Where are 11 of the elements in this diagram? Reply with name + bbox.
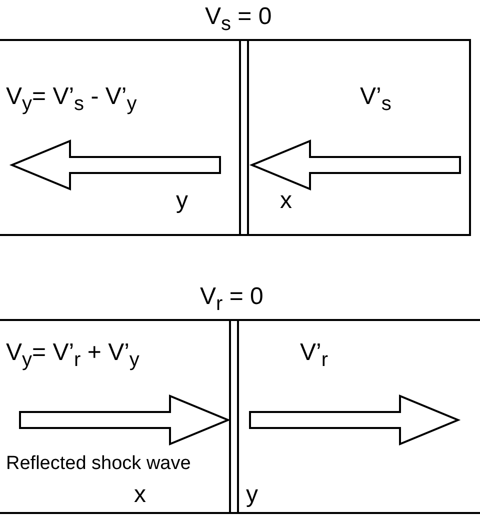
position-label: x <box>280 188 292 214</box>
position-label: y <box>176 188 188 214</box>
velocity-label: V$_{y}$= V’$_{s}$ - V’$_{y}$ <box>6 84 137 115</box>
position-label: y <box>246 482 258 508</box>
velocity-label: V$_{r}$ = 0 <box>200 284 264 315</box>
velocity-label: V’$_{r}$ <box>300 340 328 371</box>
velocity-label: V’$_{s}$ <box>360 84 392 115</box>
velocity-label: V$_{s}$ = 0 <box>205 4 272 35</box>
position-label: x <box>134 482 146 508</box>
velocity-label: V$_{y}$= V’$_{r}$ + V’$_{y}$ <box>6 340 140 371</box>
note-text: Reflected shock wave <box>6 454 192 475</box>
